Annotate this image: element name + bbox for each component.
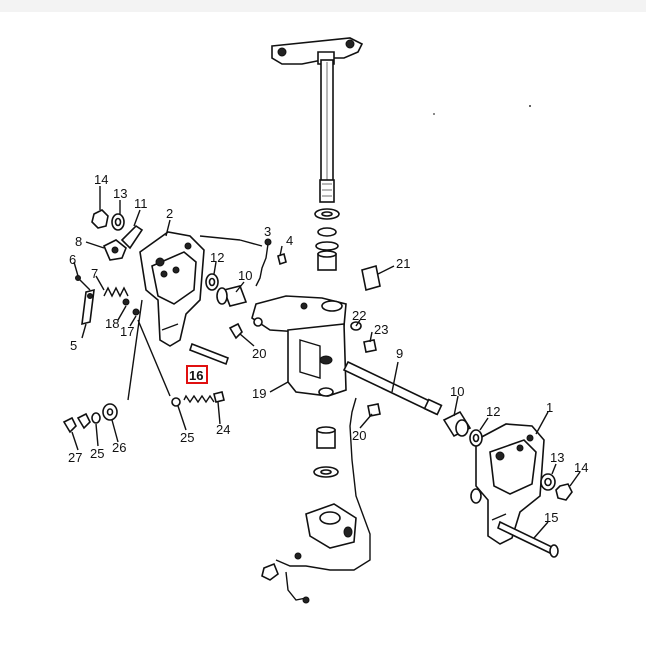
bolt-20-bottom (367, 403, 381, 417)
plate-21 (361, 264, 381, 292)
lock-plate (120, 224, 144, 250)
label-20-bottom: 20 (352, 428, 366, 443)
right-clamp-bracket (470, 423, 545, 545)
bottom-left-fasteners (62, 403, 118, 434)
washer-22-bolt-23 (350, 321, 377, 353)
label-25-mid: 25 (180, 430, 194, 445)
label-24: 24 (216, 422, 230, 437)
label-5: 5 (70, 338, 77, 353)
spring-7 (103, 286, 129, 298)
spring-wire-3 (255, 238, 272, 287)
stray-dot (529, 105, 531, 107)
label-13-right: 13 (550, 450, 564, 465)
screw-4 (277, 252, 287, 266)
left-nut-washer (91, 209, 125, 231)
label-17: 17 (120, 324, 134, 339)
label-15: 15 (544, 510, 558, 525)
label-20-top: 20 (252, 346, 266, 361)
label-27: 27 (68, 450, 82, 465)
label-16: 16 (189, 368, 203, 383)
top-bar (0, 0, 646, 12)
knob-8 (102, 239, 127, 261)
swivel-bracket (251, 295, 347, 397)
label-1: 1 (546, 400, 553, 415)
label-21: 21 (396, 256, 410, 271)
label-2: 2 (166, 206, 173, 221)
label-25-left: 25 (90, 446, 104, 461)
label-11: 11 (134, 196, 148, 211)
tilt-rod (342, 360, 443, 416)
label-6: 6 (69, 252, 76, 267)
shaft-washers-top (314, 208, 340, 271)
shaft-16 (189, 342, 229, 366)
label-18: 18 (105, 316, 119, 331)
label-10-left: 10 (238, 268, 252, 283)
label-12-right: 12 (486, 404, 500, 419)
left-bushing (205, 273, 248, 307)
bolt-24 (171, 391, 225, 407)
screw-6 (75, 275, 91, 291)
label-4: 4 (286, 233, 293, 248)
stray-dot (433, 113, 435, 115)
label-3: 3 (264, 224, 271, 239)
label-9: 9 (396, 346, 403, 361)
label-26: 26 (112, 440, 126, 455)
left-clamp-bracket (139, 231, 205, 347)
label-23: 23 (374, 322, 388, 337)
label-22: 22 (352, 308, 366, 323)
label-19: 19 (252, 386, 266, 401)
label-13-left: 13 (113, 186, 127, 201)
leader-lines (71, 186, 581, 539)
bolt-20-top (228, 322, 243, 340)
lever-5 (81, 288, 95, 326)
pin-18-17 (122, 298, 140, 316)
label-10-right: 10 (450, 384, 464, 399)
clamp-bolt (497, 520, 559, 558)
label-14-left: 14 (94, 172, 108, 187)
steering-arm (271, 37, 364, 65)
right-bushing (442, 410, 483, 447)
label-8: 8 (75, 234, 82, 249)
label-7: 7 (91, 266, 98, 281)
ground-wire (261, 397, 371, 604)
right-nut-washer (540, 473, 573, 501)
lower-mount (305, 503, 357, 549)
label-14-right: 14 (574, 460, 588, 475)
label-12-left: 12 (210, 250, 224, 265)
shaft-washers-bottom (313, 426, 339, 478)
steering-shaft (319, 59, 335, 203)
highlight-box-16 (186, 365, 208, 384)
callout-labels: 14 13 11 2 8 6 7 5 18 17 16 3 4 12 10 20… (68, 172, 588, 525)
